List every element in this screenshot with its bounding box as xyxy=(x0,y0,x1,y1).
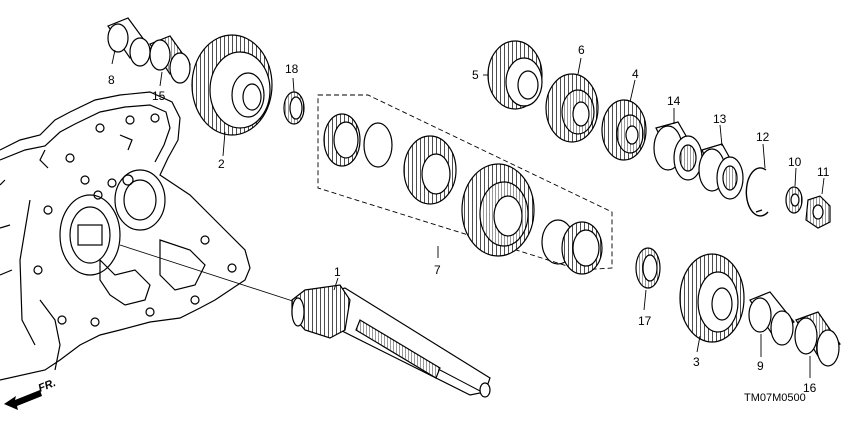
part-label-5: 5 xyxy=(472,68,479,82)
washer-part-10 xyxy=(785,186,803,214)
mainshaft-part xyxy=(119,244,491,398)
gear-part-2 xyxy=(191,34,273,136)
part-label-7: 7 xyxy=(434,263,441,277)
part-label-10: 10 xyxy=(788,155,802,169)
needle-bearing-part-15 xyxy=(149,35,191,84)
part-label-15: 15 xyxy=(152,89,166,103)
snap-ring-part-17 xyxy=(635,247,661,289)
part-label-8: 8 xyxy=(108,73,115,87)
gear-part-3 xyxy=(679,253,745,343)
part-label-4: 4 xyxy=(632,67,639,81)
gear-part-5 xyxy=(487,40,543,110)
bushing-part-9 xyxy=(748,291,795,346)
part-label-13: 13 xyxy=(713,112,727,126)
snap-ring-part-18 xyxy=(283,91,305,125)
part-label-17: 17 xyxy=(638,314,652,328)
diagram-code: TM07M0500 xyxy=(744,392,806,404)
fr-label: FR. xyxy=(37,377,58,395)
front-direction-indicator: FR. xyxy=(4,377,58,410)
part-label-6: 6 xyxy=(578,43,585,57)
part-label-16: 16 xyxy=(803,381,817,395)
part-label-2: 2 xyxy=(218,157,225,171)
part-label-12: 12 xyxy=(756,130,770,144)
needle-bearing-part-16 xyxy=(794,311,841,367)
gear-part-6 xyxy=(545,73,599,143)
part-label-11: 11 xyxy=(817,165,830,179)
leader-lines xyxy=(111,49,825,378)
part-label-1: 1 xyxy=(334,265,341,279)
snap-ring-part-12 xyxy=(745,167,769,217)
nut-part-11 xyxy=(805,195,831,229)
part-label-3: 3 xyxy=(693,355,700,369)
part-label-14: 14 xyxy=(667,94,681,108)
arrow-left-icon xyxy=(4,390,42,410)
ball-bearing-part-14 xyxy=(653,121,703,181)
bushing-part-8 xyxy=(107,17,151,67)
ball-bearing-part-13 xyxy=(698,143,744,200)
gear-part-4 xyxy=(601,99,647,161)
part-label-9: 9 xyxy=(757,359,764,373)
transmission-case xyxy=(0,91,251,381)
synchro-assembly-part-7 xyxy=(317,94,613,275)
part-label-18: 18 xyxy=(285,62,299,76)
